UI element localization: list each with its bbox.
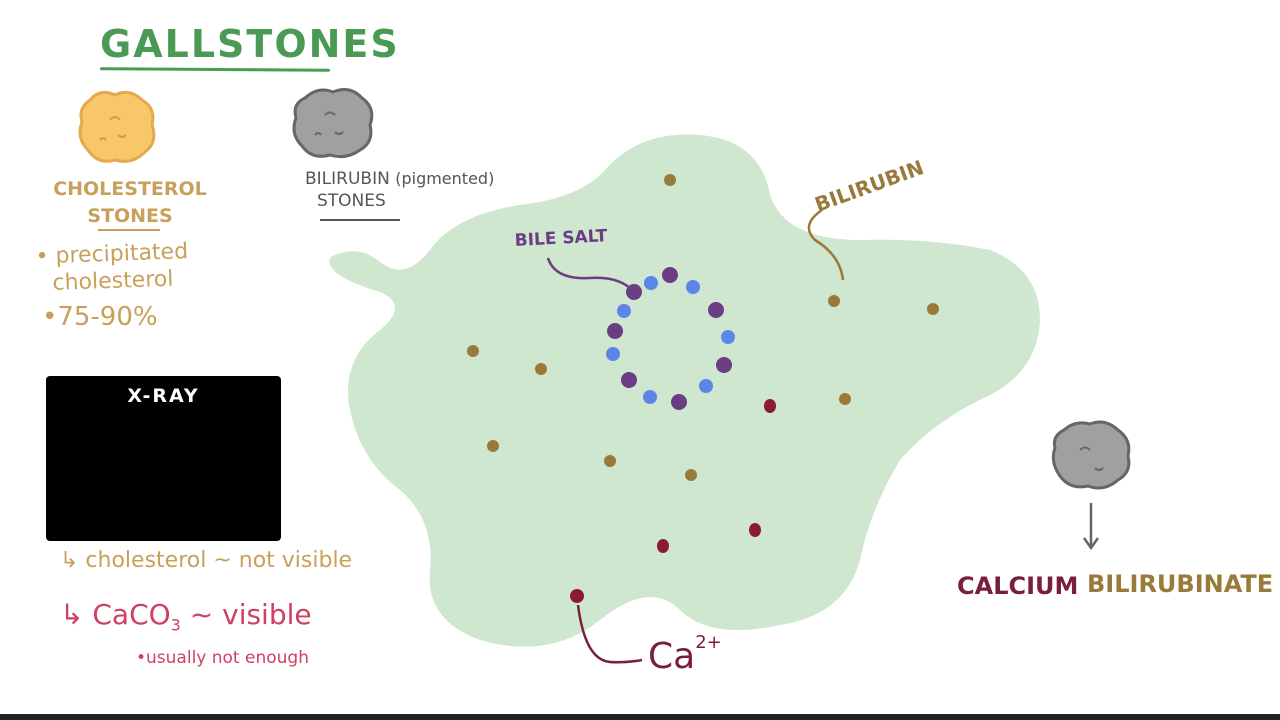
salt-purple-dot <box>671 394 687 410</box>
calcium-ion-charge: 2+ <box>695 632 722 653</box>
salt-purple-dot <box>621 372 637 388</box>
bottom-bar <box>0 714 1280 720</box>
cholesterol-underline <box>98 229 160 231</box>
bile-salt-label: BILE SALT <box>514 226 608 251</box>
salt-purple-dot <box>662 267 678 283</box>
bilirubin-title-line1: BILIRUBIN <box>305 169 390 189</box>
bilirubin-label: BILIRUBIN <box>812 155 927 217</box>
bilirubin-dot <box>927 303 939 315</box>
bilirubin-underline <box>320 219 400 221</box>
salt-blue-dot <box>686 280 700 294</box>
cholesterol-title-line1: CHOLESTEROL <box>53 178 207 200</box>
bile-salt-leader <box>546 257 635 293</box>
bilirubin-dot <box>685 469 697 481</box>
cholesterol-title-line2: STONES <box>87 205 173 227</box>
bile-salt-ring <box>606 267 735 410</box>
cholesterol-stone-icon <box>78 90 156 163</box>
pigmented-note: (pigmented) <box>395 169 495 188</box>
calcium-label: CALCIUM <box>957 572 1079 600</box>
salt-blue-dot <box>617 304 631 318</box>
salt-blue-dot <box>606 347 620 361</box>
xray-note-cholesterol: ↳ cholesterol ~ not visible <box>60 548 353 573</box>
caco3-suffix: ~ visible <box>180 598 312 631</box>
bilirubin-title-line2: STONES <box>317 191 386 211</box>
calcium-dot <box>657 539 669 553</box>
calcium-ion-label: Ca2+ <box>648 632 722 677</box>
xray-image <box>46 376 281 541</box>
bilirubin-dot <box>604 455 616 467</box>
xray-label: X-RAY <box>127 385 200 407</box>
bilirubin-leader <box>807 208 845 281</box>
bilirubin-dot <box>828 295 840 307</box>
page-title: GALLSTONES <box>100 22 400 66</box>
cholesterol-bullet-precipitated: • precipitated cholesterol <box>35 237 237 298</box>
xray-note-caco3: ↳ CaCO3 ~ visible <box>60 598 312 635</box>
salt-purple-dot <box>716 357 732 373</box>
down-arrow-icon <box>1082 503 1100 551</box>
calcium-dot <box>764 399 776 413</box>
salt-purple-dot <box>708 302 724 318</box>
bilirubin-stone-icon <box>292 88 374 159</box>
salt-blue-dot <box>721 330 735 344</box>
salt-blue-dot <box>643 390 657 404</box>
bile-blob <box>329 134 1040 647</box>
bilirubin-dot <box>664 174 676 186</box>
calcium-dots <box>570 399 776 603</box>
bilirubin-dot <box>487 440 499 452</box>
calcium-dot <box>570 589 584 603</box>
bilirubin-stone-small-icon <box>1051 420 1131 490</box>
salt-blue-dot <box>699 379 713 393</box>
calcium-leader <box>576 604 643 664</box>
bilirubin-dot <box>535 363 547 375</box>
cholesterol-bullet-percent: •75-90% <box>42 302 158 332</box>
salt-blue-dot <box>644 276 658 290</box>
calcium-dot <box>749 523 761 537</box>
caco3-subscript: 3 <box>170 615 181 635</box>
caco3-prefix: ↳ CaCO <box>60 598 171 631</box>
salt-purple-dot <box>607 323 623 339</box>
bilirubin-dot <box>467 345 479 357</box>
xray-note-not-enough: •usually not enough <box>136 648 309 668</box>
bilirubin-dot <box>839 393 851 405</box>
bilirubinate-label: BILIRUBINATE <box>1087 570 1274 598</box>
cholesterol-stones-title: CHOLESTEROL STONES <box>50 176 210 230</box>
bilirubin-stones-title: BILIRUBIN (pigmented) STONES <box>305 168 494 212</box>
bilirubin-dots <box>467 174 939 481</box>
